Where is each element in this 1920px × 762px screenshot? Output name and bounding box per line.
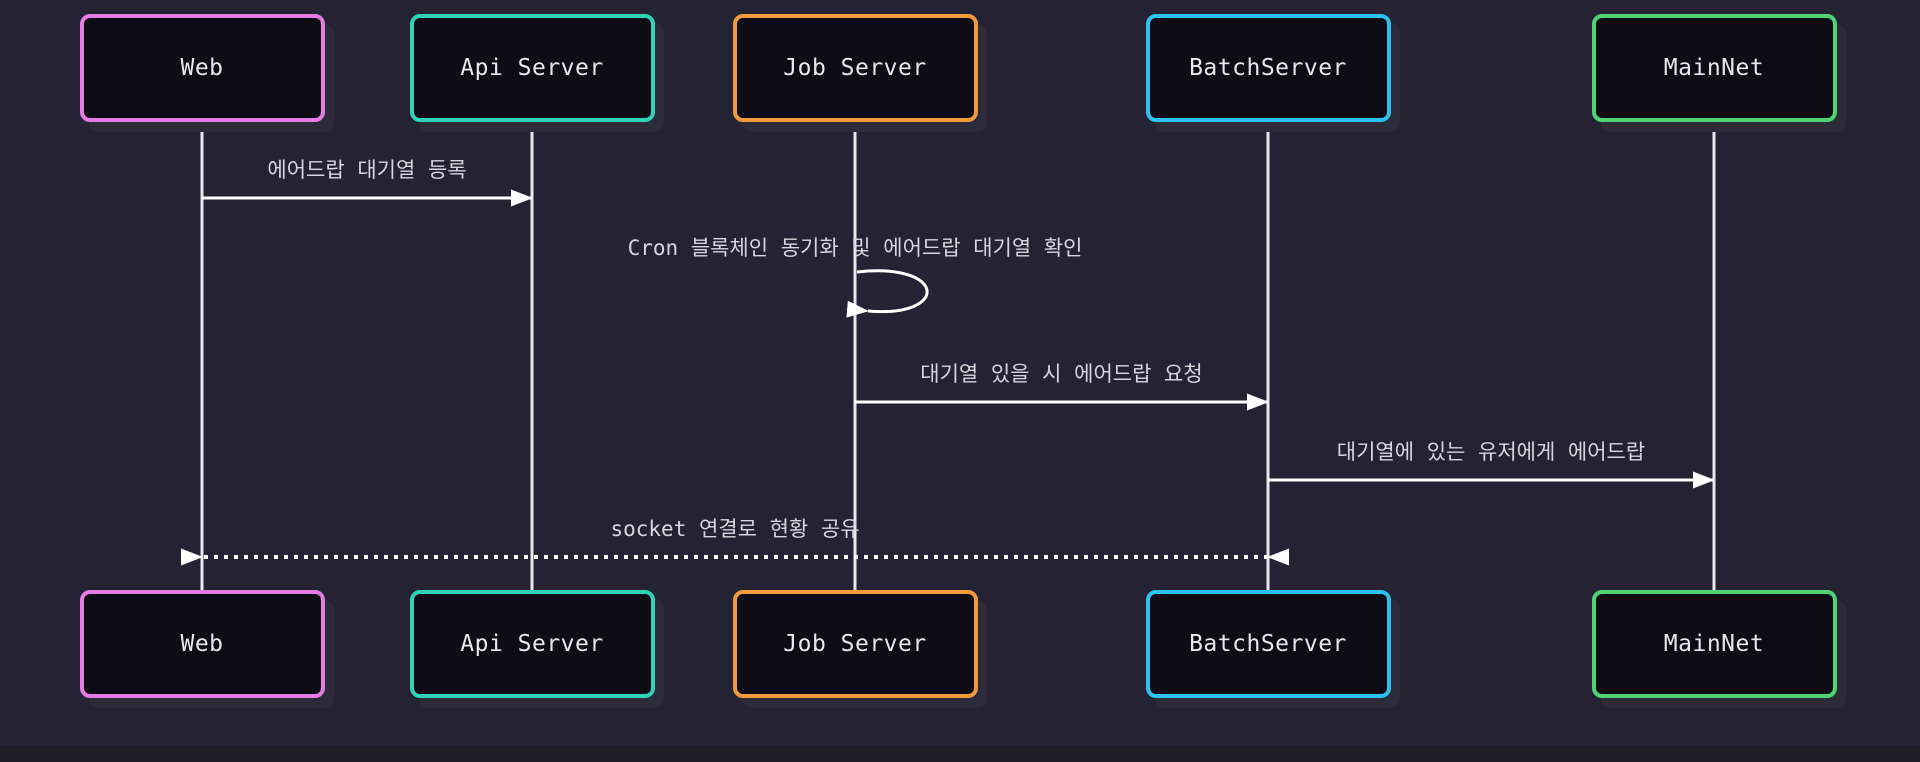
actor-label-batch: BatchServer <box>1189 631 1347 657</box>
actor-label-web: Web <box>180 55 224 81</box>
actor-label-main: MainNet <box>1663 55 1765 81</box>
message-label-2: 대기열 있을 시 에어드랍 요청 <box>920 362 1203 386</box>
message-label-1: Cron 블록체인 동기화 및 에어드랍 대기열 확인 <box>627 236 1083 260</box>
actor-box-batch-top: BatchServer <box>1145 14 1391 122</box>
actor-box-batch-bot: BatchServer <box>1145 590 1391 698</box>
actor-label-job: Job Server <box>783 55 927 81</box>
actor-box-main-top: MainNet <box>1591 14 1837 122</box>
actor-box-job-top: Job Server <box>732 14 978 122</box>
actor-box-api-top: Api Server <box>409 14 655 122</box>
message-label-0: 에어드랍 대기열 등록 <box>267 158 467 182</box>
actor-box-main-bot: MainNet <box>1591 590 1837 698</box>
message-self-loop <box>846 269 929 318</box>
message-label-4: socket 연결로 현황 공유 <box>610 517 860 541</box>
actor-label-job: Job Server <box>783 631 927 657</box>
actor-label-main: MainNet <box>1663 631 1765 657</box>
actor-label-api: Api Server <box>460 631 604 657</box>
actor-box-web-top: Web <box>79 14 325 122</box>
message-label-3: 대기열에 있는 유저에게 에어드랍 <box>1336 440 1646 464</box>
bottom-strip <box>0 746 1920 762</box>
actor-label-web: Web <box>180 631 224 657</box>
actor-label-batch: BatchServer <box>1189 55 1347 81</box>
actor-box-web-bot: Web <box>79 590 325 698</box>
actor-box-job-bot: Job Server <box>732 590 978 698</box>
actor-box-api-bot: Api Server <box>409 590 655 698</box>
actor-label-api: Api Server <box>460 55 604 81</box>
